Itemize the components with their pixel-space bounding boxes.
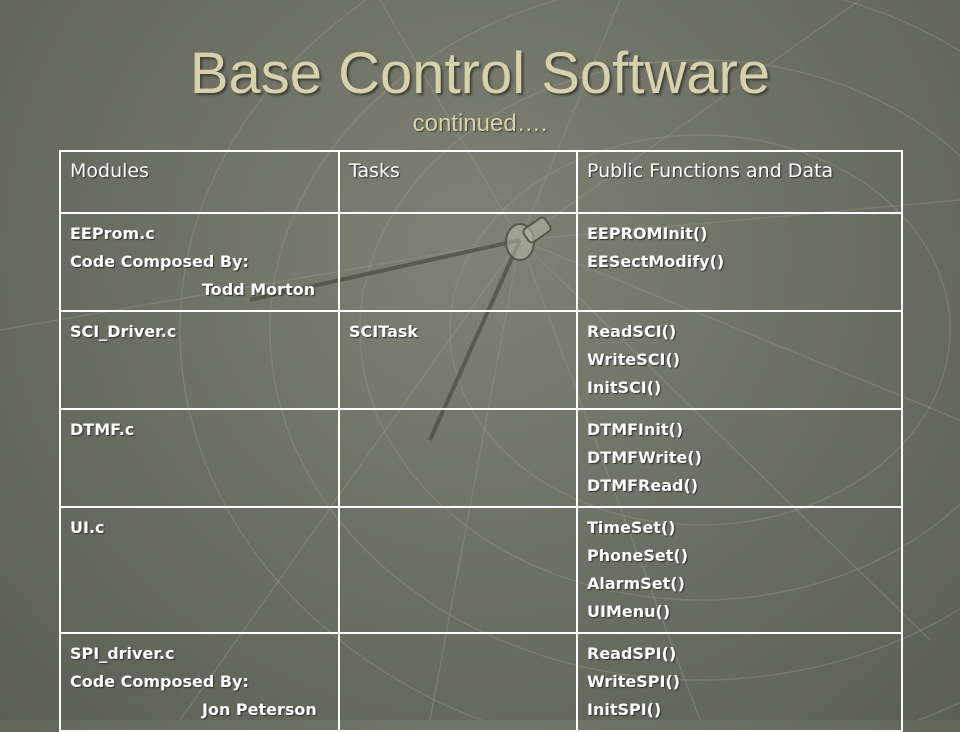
task-cell	[338, 632, 578, 732]
module-name: SCI_Driver.c	[70, 322, 177, 341]
function-name: InitSCI()	[587, 378, 662, 397]
task-cell	[338, 408, 578, 508]
module-name: DTMF.c	[70, 420, 135, 439]
module-cell: SPI_driver.c Code Composed By: Jon Peter…	[59, 632, 340, 732]
table-row: UI.c TimeSet() PhoneSet() AlarmSet() UIM…	[59, 506, 903, 634]
module-name: SPI_driver.c	[70, 644, 175, 663]
function-name: WriteSPI()	[587, 672, 681, 691]
task-cell: SCITask	[338, 310, 578, 410]
functions-cell: DTMFInit() DTMFWrite() DTMFRead()	[576, 408, 903, 508]
function-name: EESectModify()	[587, 252, 725, 271]
functions-cell: TimeSet() PhoneSet() AlarmSet() UIMenu()	[576, 506, 903, 634]
author-name: Jon Peterson	[202, 700, 317, 719]
function-name: WriteSCI()	[587, 350, 681, 369]
module-cell: DTMF.c	[59, 408, 340, 508]
table-header-row: Modules Tasks Public Functions and Data	[59, 150, 903, 214]
function-name: ReadSPI()	[587, 644, 677, 663]
function-name: PhoneSet()	[587, 546, 688, 565]
function-name: EEPROMInit()	[587, 224, 708, 243]
slide-subtitle: continued….	[412, 110, 548, 137]
function-name: DTMFRead()	[587, 476, 699, 495]
header-public-functions: Public Functions and Data	[576, 150, 903, 214]
function-name: TimeSet()	[587, 518, 676, 537]
task-cell	[338, 506, 578, 634]
composed-by-label: Code Composed By:	[70, 672, 249, 691]
task-name: SCITask	[349, 322, 419, 341]
header-modules: Modules	[59, 150, 340, 214]
module-name: EEProm.c	[70, 224, 155, 243]
function-name: AlarmSet()	[587, 574, 685, 593]
function-name: ReadSCI()	[587, 322, 677, 341]
task-cell	[338, 212, 578, 312]
composed-by-label: Code Composed By:	[70, 252, 249, 271]
module-cell: EEProm.c Code Composed By: Todd Morton	[59, 212, 340, 312]
function-name: UIMenu()	[587, 602, 671, 621]
table-row: SCI_Driver.c SCITask ReadSCI() WriteSCI(…	[59, 310, 903, 410]
function-name: DTMFWrite()	[587, 448, 702, 467]
header-tasks: Tasks	[338, 150, 578, 214]
author-name: Todd Morton	[202, 280, 316, 299]
module-cell: UI.c	[59, 506, 340, 634]
modules-table: Modules Tasks Public Functions and Data …	[59, 150, 903, 732]
functions-cell: ReadSPI() WriteSPI() InitSPI()	[576, 632, 903, 732]
module-name: UI.c	[70, 518, 105, 537]
function-name: InitSPI()	[587, 700, 662, 719]
functions-cell: ReadSCI() WriteSCI() InitSCI()	[576, 310, 903, 410]
table-row: DTMF.c DTMFInit() DTMFWrite() DTMFRead()	[59, 408, 903, 508]
table-row: EEProm.c Code Composed By: Todd Morton E…	[59, 212, 903, 312]
functions-cell: EEPROMInit() EESectModify()	[576, 212, 903, 312]
slide-title: Base Control Software	[189, 41, 771, 106]
table-row: SPI_driver.c Code Composed By: Jon Peter…	[59, 632, 903, 732]
module-cell: SCI_Driver.c	[59, 310, 340, 410]
function-name: DTMFInit()	[587, 420, 684, 439]
